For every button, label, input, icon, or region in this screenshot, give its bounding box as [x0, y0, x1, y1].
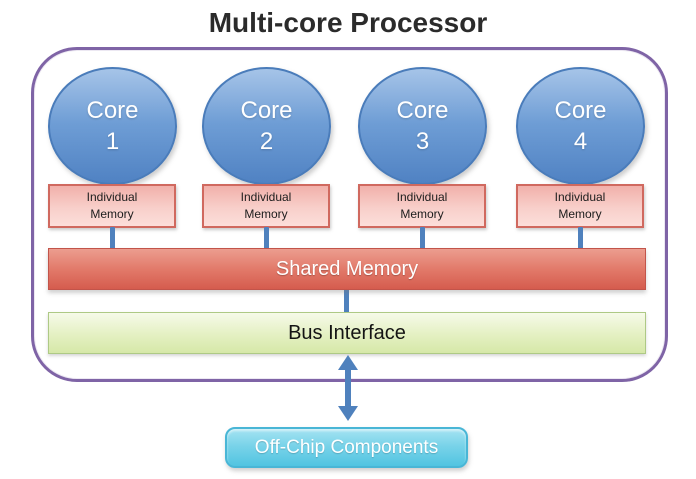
core-2-shape: Core 2: [202, 67, 331, 185]
individual-memory-4: Individual Memory: [516, 184, 644, 228]
core-2-word: Core: [240, 97, 293, 124]
connector-line-memory2-shared: [264, 227, 269, 249]
connector-line-shared-bus: [344, 289, 349, 313]
individual-memory-1-line1: Individual: [86, 190, 138, 204]
connector-line-memory3-shared: [420, 227, 425, 249]
connector-line-memory4-shared: [578, 227, 583, 249]
diagram-title: Multi-core Processor: [208, 7, 488, 38]
core-1-number: 1: [105, 128, 120, 155]
individual-memory-3-line2: Memory: [400, 207, 444, 221]
individual-memory-2-line2: Memory: [244, 207, 288, 221]
off-chip-components-box: Off-Chip Components: [225, 427, 468, 468]
bidirectional-arrow-icon: [338, 355, 358, 421]
core-2-number: 2: [259, 128, 274, 155]
core-3-word: Core: [396, 97, 449, 124]
individual-memory-1: Individual Memory: [48, 184, 176, 228]
individual-memory-1-line2: Memory: [90, 207, 134, 221]
individual-memory-2-line1: Individual: [240, 190, 292, 204]
core-3-number: 3: [415, 128, 430, 155]
bus-interface-label: Bus Interface: [288, 321, 406, 344]
shared-memory-label: Shared Memory: [275, 257, 419, 280]
core-4-shape: Core 4: [516, 67, 645, 185]
individual-memory-4-line2: Memory: [558, 207, 602, 221]
core-3-shape: Core 3: [358, 67, 487, 185]
shared-memory-bar: Shared Memory: [48, 248, 646, 290]
core-1-word: Core: [86, 97, 139, 124]
core-4-number: 4: [573, 128, 588, 155]
connector-line-memory1-shared: [110, 227, 115, 249]
bus-interface-bar: Bus Interface: [48, 312, 646, 354]
individual-memory-2: Individual Memory: [202, 184, 330, 228]
core-1-shape: Core 1: [48, 67, 177, 185]
off-chip-components-label: Off-Chip Components: [254, 436, 439, 458]
individual-memory-3-line1: Individual: [396, 190, 448, 204]
individual-memory-4-line1: Individual: [554, 190, 606, 204]
individual-memory-3: Individual Memory: [358, 184, 486, 228]
core-4-word: Core: [554, 97, 607, 124]
